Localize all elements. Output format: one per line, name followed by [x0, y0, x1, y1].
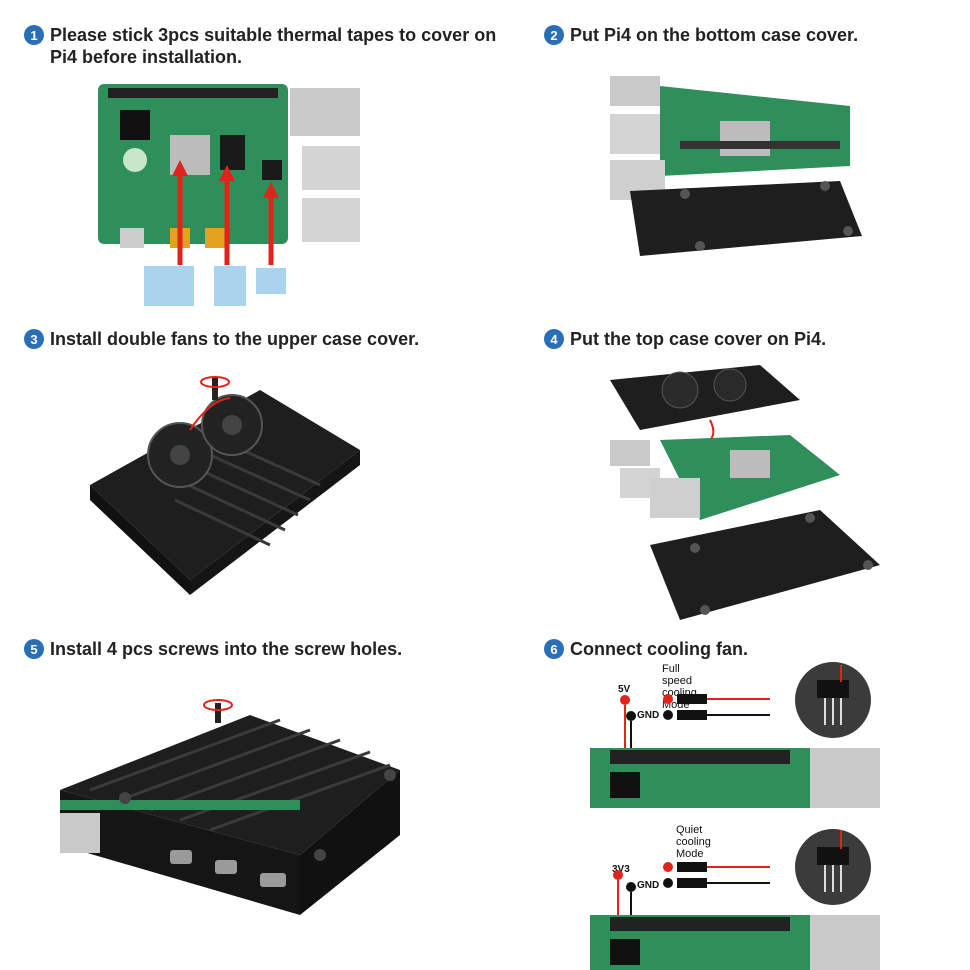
step-number-badge: 6: [544, 639, 564, 659]
pi4-board-thermal-tapes-illustration: [98, 84, 360, 306]
step-5-header: 5 Install 4 pcs screws into the screw ho…: [24, 638, 504, 660]
upper-case-with-double-fans-illustration: [90, 376, 360, 595]
step-title: Connect cooling fan.: [570, 639, 748, 659]
gnd-label: GND: [637, 880, 660, 891]
step-6-header: 6 Connect cooling fan.: [544, 638, 944, 660]
step-number-badge: 2: [544, 25, 564, 45]
step-title: Please stick 3pcs suitable thermal tapes…: [50, 25, 497, 67]
step-title: Install double fans to the upper case co…: [50, 329, 420, 349]
step-title: Install 4 pcs screws into the screw hole…: [50, 639, 403, 659]
pin-5v-label: 5V: [618, 684, 631, 695]
step-number-badge: 3: [24, 329, 44, 349]
gnd-label: GND: [637, 710, 660, 721]
step-1-header: 1 Please stick 3pcs suitable thermal tap…: [24, 24, 504, 68]
pi4-over-bottom-case-illustration: [610, 76, 862, 256]
step-number-badge: 4: [544, 329, 564, 349]
quiet-mode-wiring-diagram: [590, 829, 880, 970]
assembled-case-with-screws-illustration: [60, 699, 400, 915]
step-number-badge: 1: [24, 25, 44, 45]
pin-3v3-label: 3V3: [612, 864, 630, 875]
step-title: Put the top case cover on Pi4.: [570, 329, 827, 349]
full-speed-mode-label: Full speed cooling Mode: [662, 663, 697, 711]
step-2-header: 2 Put Pi4 on the bottom case cover.: [544, 24, 944, 46]
step-number-badge: 5: [24, 639, 44, 659]
step-4-header: 4 Put the top case cover on Pi4.: [544, 328, 944, 350]
step-title: Put Pi4 on the bottom case cover.: [570, 25, 859, 45]
full-speed-wiring-diagram: [590, 662, 880, 808]
top-case-over-pi4-illustration: [610, 365, 880, 620]
quiet-mode-label: Quiet cooling Mode: [676, 824, 711, 860]
step-3-header: 3 Install double fans to the upper case …: [24, 328, 504, 350]
